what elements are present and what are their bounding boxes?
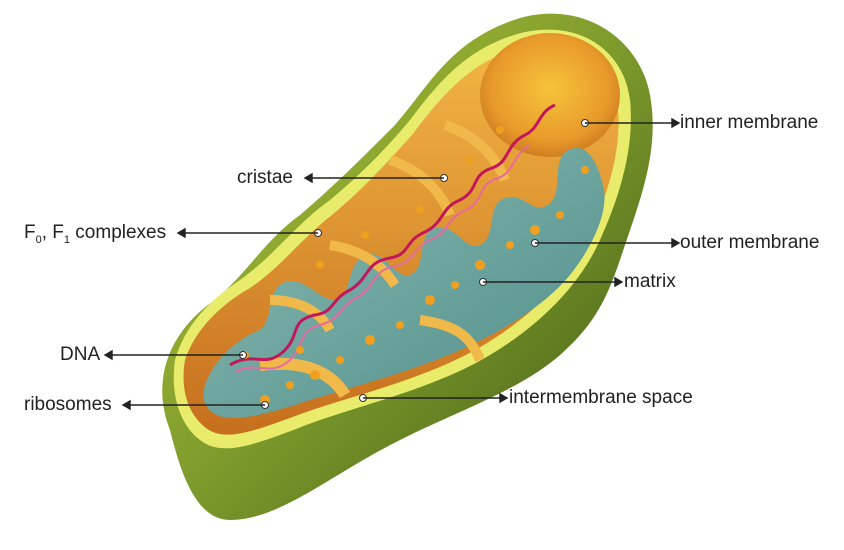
label-f-rest: complexes: [70, 222, 166, 243]
label-ribosomes: ribosomes: [24, 394, 112, 416]
label-dna: DNA: [60, 344, 100, 366]
label-f-text: F: [24, 222, 36, 243]
label-intermembrane-space: intermembrane space: [509, 387, 693, 409]
end-cap: [480, 33, 620, 157]
label-outer-membrane: outer membrane: [680, 232, 819, 254]
label-inner-membrane: inner membrane: [680, 112, 818, 134]
label-cristae: cristae: [237, 167, 293, 189]
label-f-complexes: F0, F1 complexes: [24, 222, 166, 251]
label-f-sep: , F: [42, 222, 64, 243]
label-matrix: matrix: [624, 271, 676, 293]
